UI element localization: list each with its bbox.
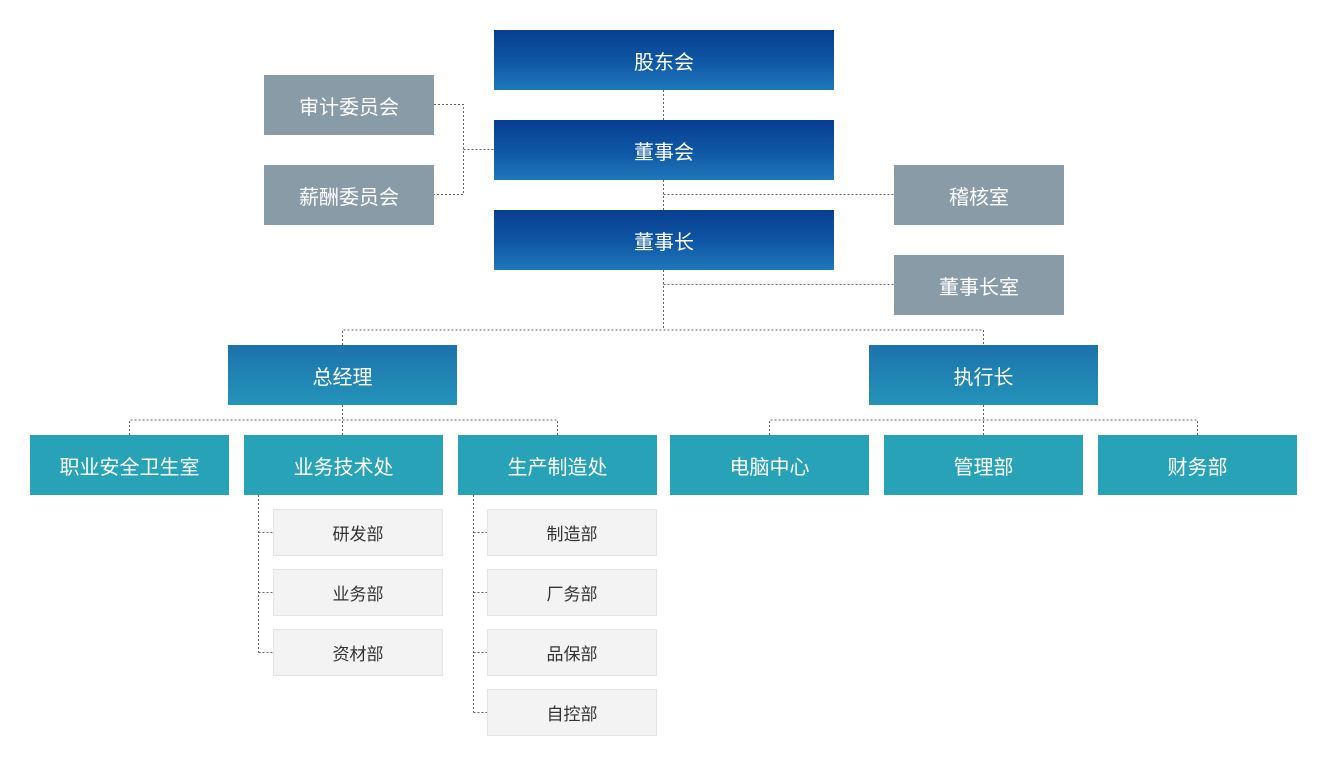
general-manager-box: 总经理 bbox=[228, 345, 457, 405]
quality-dept-box: 品保部 bbox=[487, 629, 657, 676]
line-gm-departments bbox=[129, 405, 558, 435]
shareholders-box: 股东会 bbox=[494, 30, 834, 90]
line-committees-board bbox=[434, 104, 494, 195]
line-production-units bbox=[473, 495, 487, 713]
line-chairman-office bbox=[663, 270, 894, 330]
management-dept-box: 管理部 bbox=[884, 435, 1083, 495]
ceo-box: 执行长 bbox=[869, 345, 1098, 405]
business-dept-box: 业务部 bbox=[273, 569, 443, 616]
automation-dept-box: 自控部 bbox=[487, 689, 657, 736]
finance-dept-box: 财务部 bbox=[1098, 435, 1297, 495]
computer-center-box: 电脑中心 bbox=[670, 435, 869, 495]
materials-dept-box: 资材部 bbox=[273, 629, 443, 676]
board-box: 董事会 bbox=[494, 120, 834, 180]
audit-committee-box: 审计委员会 bbox=[264, 75, 434, 135]
audit-office-box: 稽核室 bbox=[894, 165, 1064, 225]
chairman-office-box: 董事长室 bbox=[894, 255, 1064, 315]
line-business-tech-units bbox=[258, 495, 273, 653]
business-tech-box: 业务技术处 bbox=[244, 435, 443, 495]
safety-office-box: 职业安全卫生室 bbox=[30, 435, 229, 495]
chairman-box: 董事长 bbox=[494, 210, 834, 270]
manufacturing-dept-box: 制造部 bbox=[487, 509, 657, 556]
production-box: 生产制造处 bbox=[458, 435, 657, 495]
line-executives bbox=[342, 329, 984, 345]
compensation-committee-box: 薪酬委员会 bbox=[264, 165, 434, 225]
facilities-dept-box: 厂务部 bbox=[487, 569, 657, 616]
line-ceo-departments bbox=[769, 405, 1198, 435]
rnd-dept-box: 研发部 bbox=[273, 509, 443, 556]
